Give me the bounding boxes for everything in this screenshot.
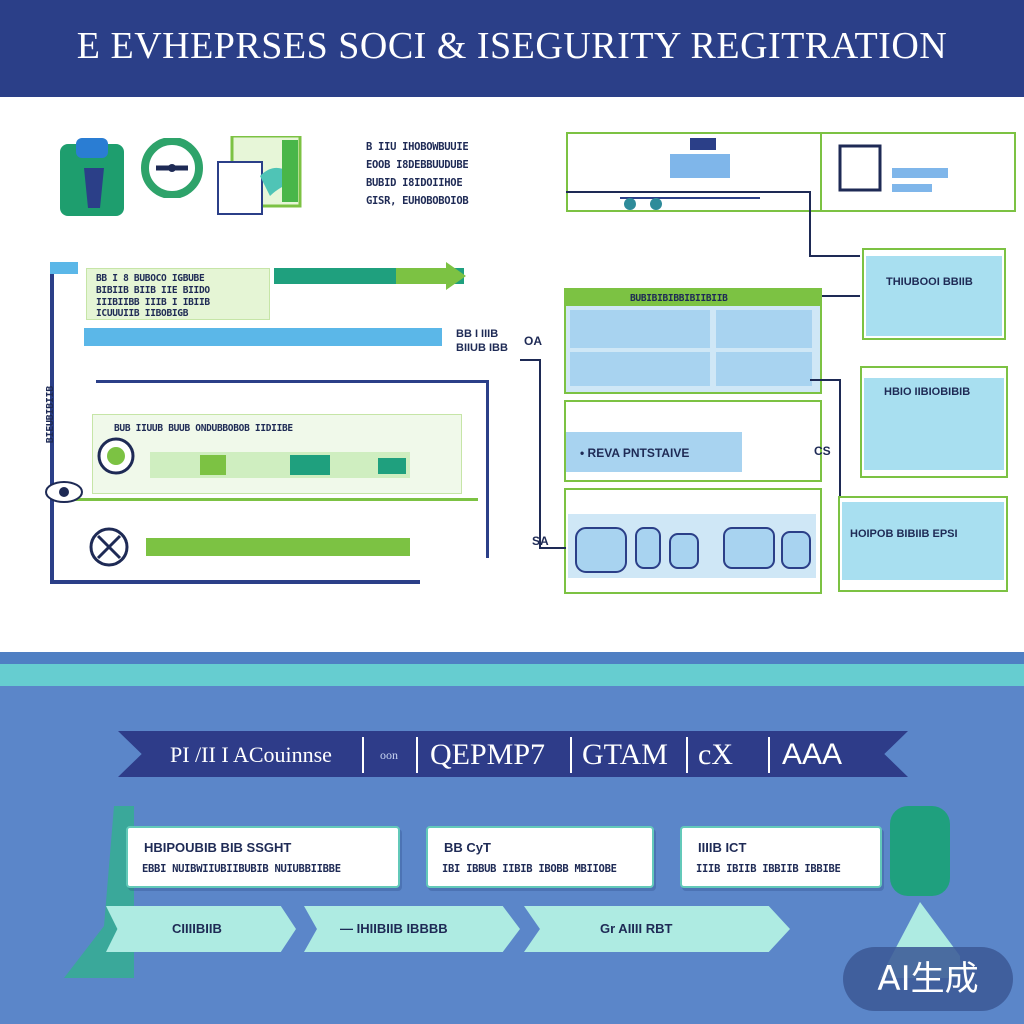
right-panel-2-title: HBIO IIBIOBIBIB <box>884 386 971 398</box>
center-panel-1-header <box>566 290 820 306</box>
info-card-2-subtitle: IBI IBBUB IIBIB IBOBB MBIIOBE <box>442 863 617 875</box>
step-box-1-line-1: BB I 8 BUBOCO IGBUBE <box>96 273 205 284</box>
header-banner: E EVHEPRSES SOCI & ISEGURITY REGITRATION <box>0 0 1024 97</box>
cs-label: CS <box>814 444 831 458</box>
oa-label: OA <box>524 334 542 348</box>
center-panel-2-label: • REVA PNTSTAIVE <box>580 446 690 460</box>
ribbon-segment-1: PI /II I ACouinnse <box>170 742 332 767</box>
info-card-1-title: HBIPOUBIB BIB SSGHT <box>144 840 292 855</box>
right-panel-1-title: THIUBOOI BBIIB <box>886 276 973 288</box>
right-panel-3-body <box>842 502 1004 580</box>
legend-line-1: B IIU IHOBOWBUUIE <box>366 141 469 153</box>
flow-top-rail <box>96 380 488 383</box>
center-panel-2-tag <box>566 432 742 472</box>
ribbon-segment-2: oon <box>380 748 398 762</box>
ribbon-segment-3: QEPMP7 <box>430 738 546 771</box>
process-arrow-1-label: CIIIIBIIB <box>172 921 222 936</box>
connector-lines <box>520 191 860 549</box>
ribbon-segment-6: AAA <box>782 738 843 771</box>
ribbon-segment-5: cX <box>698 738 733 771</box>
category-ribbon <box>118 731 908 777</box>
flow-right-rail <box>486 380 489 558</box>
ribbon-divider-3 <box>570 737 572 773</box>
process-arrow-3 <box>524 906 790 952</box>
right-panel-3-title: HOIPOB BIBIIB EPSI <box>850 528 958 540</box>
legend-line-4: GISR, EUHOBOBOIOB <box>366 195 469 207</box>
ribbon-divider-4 <box>686 737 688 773</box>
info-card-2-title: BB CyT <box>444 840 491 855</box>
eye-icon <box>45 481 83 503</box>
step-box-1-line-2: BIBIIB BIIB IIE BIIDO <box>96 285 210 296</box>
info-card-1: HBIPOUBIB BIB SSGHT EBBI NUIBWIIUBIIBUBI… <box>126 826 400 888</box>
bottom-band-teal <box>0 664 1024 686</box>
ribbon-divider-5 <box>768 737 770 773</box>
legend-line-3: BUBID I8IDOIIHOE <box>366 177 463 189</box>
step-box-2-title: BUB IIUUB BUUB ONDUBBOBOB IIDIIBE <box>114 423 293 434</box>
right-panel-1-body <box>866 256 1002 336</box>
settings-icon <box>89 527 129 567</box>
step-box-2-grid <box>150 452 410 478</box>
flow-bottom-line <box>50 580 420 584</box>
side-label-line-1: BB I IIIB <box>456 328 499 340</box>
green-progress-bar <box>146 538 410 556</box>
gauge-icon <box>141 138 203 198</box>
center-panel-1-table <box>570 310 812 386</box>
info-card-2: BB CyT IBI IBBUB IIBIB IBOBB MBIIOBE <box>426 826 654 888</box>
server-icon <box>620 138 760 210</box>
ribbon-divider-1 <box>362 737 364 773</box>
flow-vertical-line <box>50 262 54 584</box>
lock-icon <box>60 138 124 216</box>
legend-line-2: EOOB I8DEBBUUDUBE <box>366 159 469 171</box>
ai-generated-badge: AI生成 <box>843 947 1013 1011</box>
process-arrow-2 <box>304 906 520 952</box>
step-box-1 <box>86 268 270 320</box>
page-title: E EVHEPRSES SOCI & ISEGURITY REGITRATION <box>76 25 948 67</box>
bottom-band-dark <box>0 652 1024 664</box>
grid-lines <box>200 455 406 475</box>
ribbon-segment-4: GTAM <box>582 738 668 771</box>
center-panel-1-title: BUBIBIBIBBIBIIBIIB <box>630 293 728 304</box>
blue-progress-bar <box>84 328 442 346</box>
info-card-3: IIIIB ICT IIIB IBIIB IBBIIB IBBIBE <box>680 826 882 888</box>
info-card-3-subtitle: IIIB IBIIB IBBIIB IBBIBE <box>696 863 841 875</box>
info-card-3-title: IIIIB ICT <box>698 840 747 855</box>
globe-icon <box>97 437 135 475</box>
green-arrow-line <box>72 498 478 501</box>
ribbon-divider-2 <box>416 737 418 773</box>
left-teal-ornament <box>64 806 134 978</box>
process-arrow-2-label: — IHIIBIIB IBBBB <box>340 921 448 936</box>
flow-start-tab <box>50 262 78 274</box>
side-label-line-2: BIIUB IBB <box>456 342 508 354</box>
printer-icon <box>838 144 948 192</box>
info-card-1-subtitle: EBBI NUIBWIIUBIIBUBIB NUIUBBIIBBE <box>142 863 341 875</box>
arrow-right-icon <box>396 262 466 290</box>
step-box-1-line-3: IIIBIIBB IIIB I IBIIB <box>96 297 210 308</box>
document-cloud-icon <box>217 136 302 215</box>
process-arrow-1 <box>106 906 296 952</box>
step-box-1-line-4: ICUUUIIB IIBOBIGB <box>96 308 189 319</box>
device-row-icons <box>575 527 811 573</box>
process-arrow-3-label: Gr AIIII RBT <box>600 921 673 936</box>
right-panel-2-body <box>864 378 1004 470</box>
